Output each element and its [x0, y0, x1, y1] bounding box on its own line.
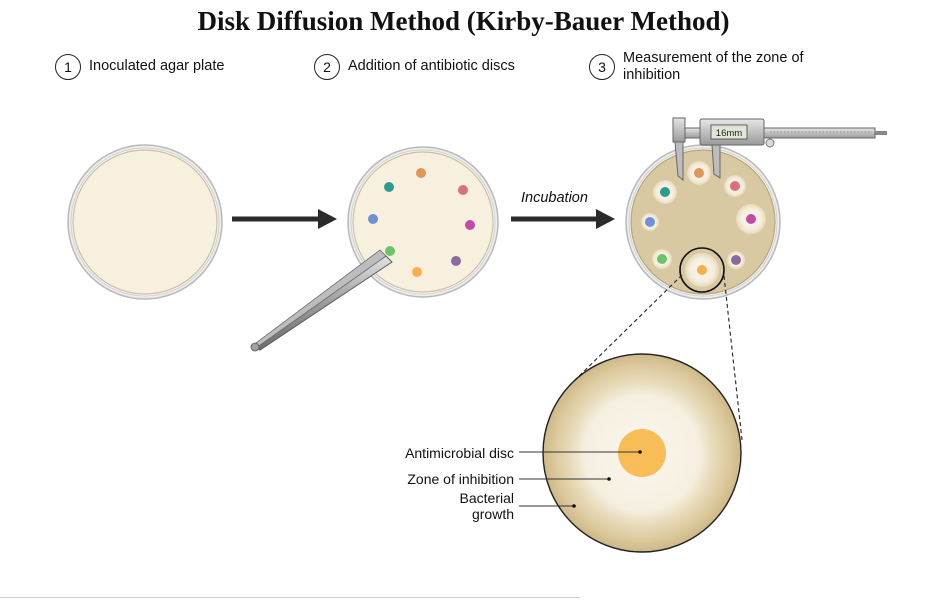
callout-lines: [519, 450, 642, 508]
step-number-3: 3: [589, 54, 615, 80]
step-number-2: 2: [314, 54, 340, 80]
disc-magenta: [465, 220, 475, 230]
page-title: Disk Diffusion Method (Kirby-Bauer Metho…: [197, 6, 730, 36]
antimicrobial-disc: [618, 429, 666, 477]
disc-orange: [416, 168, 426, 178]
disc-yellow: [412, 267, 422, 277]
step-label-2: Addition of antibiotic discs: [348, 58, 515, 74]
disc-teal: [384, 182, 394, 192]
step-2: 2 Addition of antibiotic discs: [314, 54, 515, 80]
callout-growth-line1: Bacterial: [459, 490, 514, 506]
arrow-1: [232, 209, 337, 229]
disc-blue: [368, 214, 378, 224]
arrow-2: [511, 209, 615, 229]
step-number-1: 1: [55, 54, 81, 80]
step-label-1: Inoculated agar plate: [89, 58, 225, 74]
disc-pink: [458, 185, 468, 195]
caliper: 16mm: [672, 117, 887, 182]
zoom-lines: [569, 274, 743, 441]
callout-zone: Zone of inhibition: [407, 471, 514, 487]
disc-green: [385, 246, 395, 256]
step-label-3: Measurement of the zone of inhibition: [623, 50, 804, 83]
caliper-reading: 16mm: [716, 128, 742, 139]
petri-dish-1: [67, 144, 223, 300]
magnifier-circle: [679, 247, 725, 293]
step-1: 1 Inoculated agar plate: [55, 54, 225, 80]
tweezers: [250, 246, 395, 352]
petri-dish-3: [625, 144, 781, 300]
disc-purple: [451, 256, 461, 266]
callout-growth: Bacterial growth: [400, 490, 514, 522]
callout-growth-line2: growth: [471, 506, 514, 522]
bottom-divider: [0, 597, 580, 598]
incubation-label: Incubation: [521, 190, 588, 206]
step-3: 3 Measurement of the zone of inhibition: [589, 50, 819, 84]
callout-disc: Antimicrobial disc: [405, 445, 514, 461]
zoomed-zone-view: [542, 353, 742, 553]
